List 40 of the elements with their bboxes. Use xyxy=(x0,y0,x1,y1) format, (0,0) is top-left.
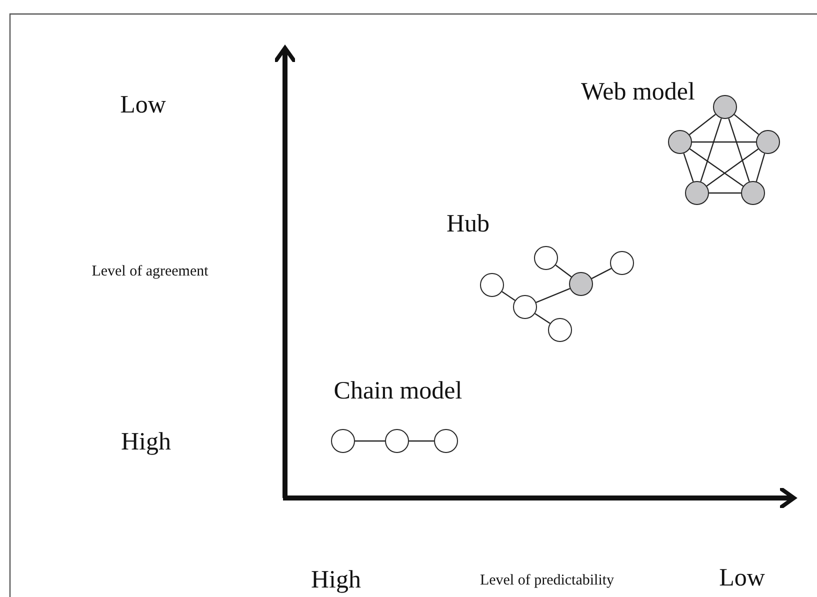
connector-line xyxy=(734,114,760,135)
circle-node xyxy=(713,95,737,119)
group-title: Hub xyxy=(446,212,490,236)
axis-label: Low xyxy=(719,566,765,590)
group-title: Web model xyxy=(581,80,695,104)
connector-line xyxy=(709,192,741,194)
connector-line xyxy=(409,440,434,442)
circle-node xyxy=(513,295,537,319)
circle-node xyxy=(741,181,765,205)
circle-node xyxy=(756,130,780,154)
connector-line xyxy=(683,153,694,182)
group-title: Chain model xyxy=(334,378,462,404)
axis-label: High xyxy=(121,430,171,454)
connector-line xyxy=(692,141,756,143)
connector-line xyxy=(591,268,612,280)
axis-title: Level of predictability xyxy=(480,574,614,588)
connector-line xyxy=(756,153,766,182)
circle-node xyxy=(331,429,355,453)
circle-node xyxy=(385,429,409,453)
connector-line xyxy=(689,114,716,136)
circle-node xyxy=(548,318,572,342)
circle-node xyxy=(434,429,458,453)
connector-line xyxy=(355,440,385,442)
connector-line xyxy=(502,291,516,301)
circle-node xyxy=(569,272,593,296)
connector-line xyxy=(555,264,572,278)
connector-line xyxy=(706,148,759,186)
connector-line xyxy=(534,313,550,324)
axis-title: Level of agreement xyxy=(92,264,208,280)
circle-node xyxy=(668,130,692,154)
circle-node xyxy=(534,246,558,270)
connector-line xyxy=(728,118,750,182)
circle-node xyxy=(480,273,504,297)
circle-node xyxy=(685,181,709,205)
connector-line xyxy=(700,118,722,182)
axis-label: High xyxy=(311,568,361,592)
circle-node xyxy=(610,251,634,275)
axis-label: Low xyxy=(120,92,166,118)
connector-line xyxy=(690,148,744,187)
connector-line xyxy=(536,288,570,303)
